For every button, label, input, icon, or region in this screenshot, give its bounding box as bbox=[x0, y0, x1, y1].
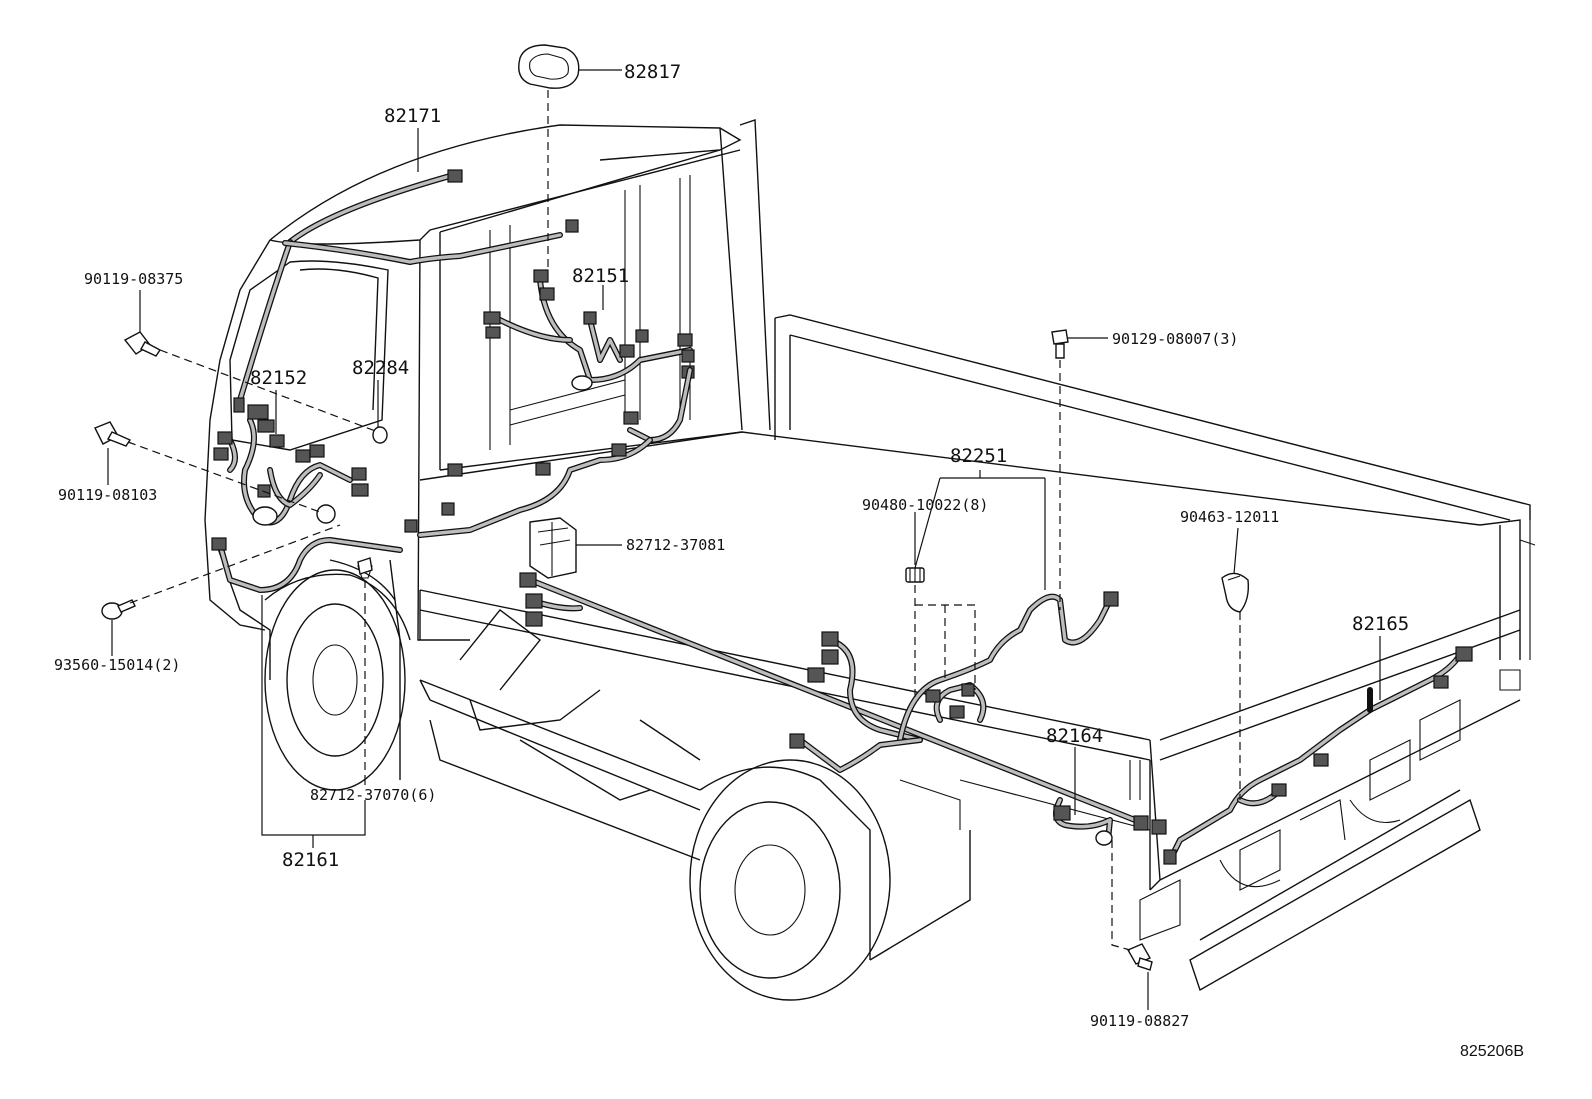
bolt-90129-08007 bbox=[1051, 329, 1069, 359]
label-90129-08007: 90129-08007(3) bbox=[1112, 330, 1238, 348]
connector bbox=[295, 449, 311, 463]
connector bbox=[1433, 675, 1449, 689]
connector bbox=[485, 326, 501, 339]
clip-90480-10022 bbox=[905, 567, 925, 583]
grommet bbox=[571, 375, 593, 391]
connector bbox=[447, 169, 463, 183]
label-82712-37070: 82712-37070(6) bbox=[310, 786, 436, 804]
label-82152: 82152 bbox=[250, 367, 307, 389]
harness-82152-front bbox=[213, 404, 388, 526]
label-82251: 82251 bbox=[950, 445, 1007, 467]
label-82171: 82171 bbox=[384, 105, 441, 127]
bolt-90119-08375 bbox=[123, 331, 162, 357]
parts bbox=[94, 44, 1250, 971]
clamp-90463-12011 bbox=[1221, 572, 1250, 613]
harness-82151-cab-rear bbox=[404, 269, 695, 538]
connector bbox=[623, 411, 639, 425]
connector bbox=[821, 631, 839, 647]
connector bbox=[1455, 646, 1473, 662]
label-82161: 82161 bbox=[282, 849, 339, 871]
grommet bbox=[1095, 830, 1113, 846]
bolt-90119-08827 bbox=[1127, 943, 1153, 971]
label-82712-37081: 82712-37081 bbox=[626, 536, 725, 554]
connector bbox=[677, 333, 693, 347]
locator-lines bbox=[127, 90, 1241, 951]
connector bbox=[351, 483, 369, 497]
junction-block-82712-37081 bbox=[529, 517, 577, 579]
connector bbox=[483, 311, 501, 325]
label-93560-15014: 93560-15014(2) bbox=[54, 656, 180, 674]
harness-82251-bed bbox=[519, 572, 1167, 846]
connector bbox=[533, 269, 549, 283]
harness-82161-front-lower bbox=[211, 537, 403, 593]
grommet bbox=[252, 506, 278, 526]
grommet bbox=[372, 426, 388, 444]
connector bbox=[351, 467, 367, 481]
connector bbox=[1053, 805, 1071, 821]
connector bbox=[961, 683, 975, 697]
connector bbox=[789, 733, 805, 749]
connector bbox=[213, 447, 229, 461]
label-90463-12011: 90463-12011 bbox=[1180, 508, 1279, 526]
connector bbox=[217, 431, 233, 445]
connector bbox=[807, 667, 825, 683]
label-90119-08103: 90119-08103 bbox=[58, 486, 157, 504]
connector bbox=[447, 463, 463, 477]
connector bbox=[925, 689, 941, 703]
part-labels: 82817 82171 82151 90119-08375 82152 8228… bbox=[54, 61, 1524, 1060]
connector bbox=[1313, 753, 1329, 767]
connector bbox=[619, 344, 635, 358]
grommet bbox=[316, 504, 336, 524]
label-90119-08827: 90119-08827 bbox=[1090, 1012, 1189, 1030]
label-82165: 82165 bbox=[1352, 613, 1409, 635]
connector bbox=[233, 397, 245, 413]
connector bbox=[1133, 815, 1149, 831]
leader-lines bbox=[107, 69, 1381, 1010]
connector bbox=[257, 419, 275, 433]
connector bbox=[821, 649, 839, 665]
connector bbox=[211, 537, 227, 551]
connector bbox=[535, 462, 551, 476]
connector bbox=[1271, 783, 1287, 797]
connector bbox=[1151, 819, 1167, 835]
connector bbox=[949, 705, 965, 719]
connector bbox=[611, 443, 627, 457]
label-90480-10022: 90480-10022(8) bbox=[862, 496, 988, 514]
connector bbox=[583, 311, 597, 325]
grommet-82817 bbox=[518, 44, 580, 89]
connector bbox=[635, 329, 649, 343]
connector bbox=[309, 444, 325, 458]
connector bbox=[565, 219, 579, 233]
bolt-90119-08103 bbox=[94, 421, 132, 447]
label-82164: 82164 bbox=[1046, 725, 1103, 747]
connector bbox=[525, 593, 543, 609]
label-82284: 82284 bbox=[352, 357, 409, 379]
clip-82712-37070 bbox=[357, 557, 373, 575]
harness-82165-rear bbox=[1163, 646, 1473, 865]
connector bbox=[1103, 591, 1119, 607]
connector bbox=[247, 404, 269, 420]
label-82817: 82817 bbox=[624, 61, 681, 83]
connector bbox=[539, 287, 555, 301]
connector bbox=[525, 611, 543, 627]
label-90119-08375: 90119-08375 bbox=[84, 270, 183, 288]
truck-outline bbox=[204, 119, 1536, 1001]
label-82151: 82151 bbox=[572, 265, 629, 287]
connector bbox=[269, 434, 285, 448]
connector bbox=[681, 349, 695, 363]
connector bbox=[404, 519, 418, 533]
diagram-id: 825206B bbox=[1460, 1043, 1524, 1060]
connector bbox=[441, 502, 455, 516]
connector bbox=[519, 572, 537, 588]
connector bbox=[1163, 849, 1177, 865]
harness-82171-roof bbox=[233, 169, 579, 413]
